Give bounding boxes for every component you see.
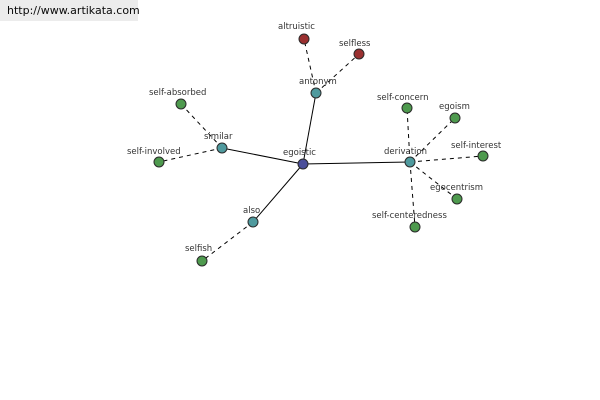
node-label-antonym[interactable]: antonym <box>299 77 337 87</box>
edge-derivation-egoism <box>409 117 456 163</box>
node-self-centeredness[interactable] <box>409 221 421 233</box>
edge-egoistic-derivation <box>302 161 411 165</box>
node-label-self-centeredness[interactable]: self-centeredness <box>372 211 447 221</box>
node-label-derivation[interactable]: derivation <box>384 147 427 157</box>
node-selfish[interactable] <box>196 255 208 267</box>
edge-antonym-altruistic <box>303 38 317 94</box>
node-label-selfish[interactable]: selfish <box>185 244 212 254</box>
node-label-self-involved[interactable]: self-involved <box>127 147 181 157</box>
node-label-also[interactable]: also <box>243 206 260 216</box>
node-self-interest[interactable] <box>477 150 489 162</box>
node-altruistic[interactable] <box>298 33 310 45</box>
edge-derivation-self-centeredness <box>409 161 416 228</box>
node-label-self-concern[interactable]: self-concern <box>377 93 429 103</box>
node-similar[interactable] <box>216 142 228 154</box>
node-label-self-interest[interactable]: self-interest <box>451 141 502 151</box>
edge-antonym-selfless <box>315 53 360 94</box>
source-url[interactable]: http://www.artikata.com <box>0 0 140 21</box>
node-egoism[interactable] <box>449 112 461 124</box>
node-label-egoistic[interactable]: egoistic <box>283 148 316 158</box>
edge-derivation-egocentrism <box>409 161 458 200</box>
edge-similar-self-absorbed <box>180 103 223 149</box>
edge-also-selfish <box>201 221 254 262</box>
node-self-absorbed[interactable] <box>175 98 187 110</box>
node-label-egoism[interactable]: egoism <box>439 102 470 112</box>
node-egocentrism[interactable] <box>451 193 463 205</box>
node-label-self-absorbed[interactable]: self-absorbed <box>149 88 206 98</box>
graph-labels: egoistic antonym similar derivation also altr… <box>127 22 502 254</box>
edge-egoistic-antonym <box>302 92 317 165</box>
graph-edges <box>158 38 484 262</box>
node-label-egocentrism[interactable]: egocentrism <box>430 183 483 193</box>
edge-derivation-self-concern <box>406 107 411 163</box>
graph-nodes <box>153 33 489 267</box>
node-label-similar[interactable]: similar <box>204 132 233 142</box>
node-selfless[interactable] <box>353 48 365 60</box>
node-label-altruistic[interactable]: altruistic <box>278 22 315 32</box>
node-antonym[interactable] <box>310 87 322 99</box>
edge-egoistic-also <box>252 163 304 223</box>
node-label-selfless[interactable]: selfless <box>339 39 371 49</box>
node-egoistic[interactable] <box>297 158 309 170</box>
node-also[interactable] <box>247 216 259 228</box>
edge-similar-self-involved <box>158 147 223 163</box>
node-self-involved[interactable] <box>153 156 165 168</box>
node-self-concern[interactable] <box>401 102 413 114</box>
node-derivation[interactable] <box>404 156 416 168</box>
edge-egoistic-similar <box>221 147 304 165</box>
